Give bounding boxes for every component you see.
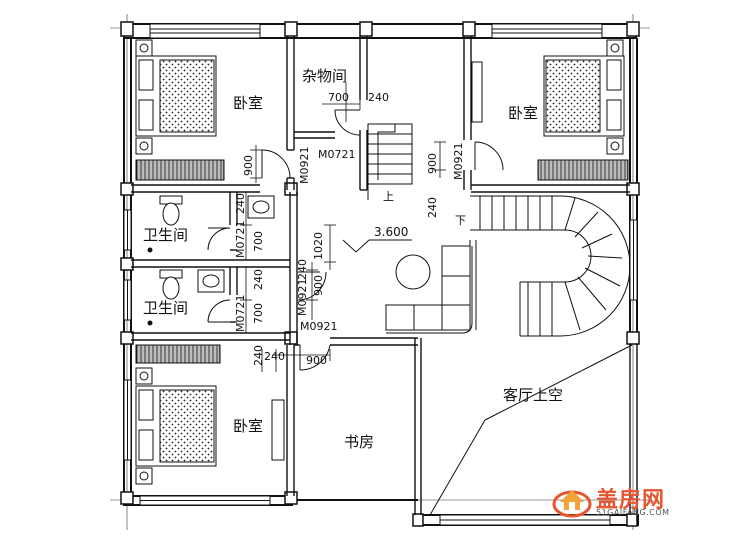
logo-domain: 51GAIFANG.COM [596, 508, 670, 517]
stair-spiral [469, 195, 631, 337]
doors [207, 109, 504, 371]
dim-900-mid: 900 [312, 275, 325, 296]
room-label-bedroom-top-right: 卧室 [508, 104, 538, 122]
stair-down-label: 下 [455, 214, 466, 227]
lounge-furniture [385, 245, 473, 334]
door-code-m0921-mid: M0921 [296, 279, 309, 317]
door-code-m0921-left: M0921 [298, 147, 311, 185]
columns [120, 21, 640, 527]
door-code-m0921-right: M0921 [452, 143, 465, 181]
door-code-m0721-bath2: M0721 [234, 295, 247, 333]
dim-240-right: 240 [426, 197, 439, 218]
house-logo-icon [552, 490, 592, 518]
interior-walls [131, 36, 638, 515]
dim-240-bath: 240 [234, 193, 247, 214]
windows [123, 23, 638, 526]
elevation-marker [342, 239, 412, 253]
stair-up-label: 上 [383, 190, 394, 203]
room-label-living-void: 客厅上空 [503, 386, 563, 404]
site-logo[interactable]: 盖房网 51GAIFANG.COM [552, 478, 712, 528]
logo-name: 盖房网 [596, 488, 666, 513]
bed-top-left [135, 39, 225, 181]
dimension-ticks [240, 82, 446, 372]
room-label-bedroom-bottom-left: 卧室 [233, 417, 263, 435]
elevation-label: 3.600 [374, 225, 408, 239]
room-label-study: 书房 [344, 433, 374, 451]
room-label-storage: 杂物间 [302, 67, 347, 85]
dim-240-b2: 240 [252, 269, 265, 290]
dim-700-bath1: 700 [252, 231, 265, 252]
dim-900-bottom: 900 [306, 354, 327, 367]
dim-900-right: 900 [426, 153, 439, 174]
dim-240-storage: 240 [368, 91, 389, 104]
bed-top-right [471, 39, 629, 181]
room-label-bedroom-top-left: 卧室 [233, 94, 263, 112]
dim-700-storage: 700 [328, 91, 349, 104]
bed-bottom-left [135, 344, 285, 485]
bathroom-fixtures [147, 195, 275, 326]
door-code-m0721-storage: M0721 [318, 148, 356, 161]
door-code-m0921-bottom: M0921 [300, 320, 338, 333]
stair-straight [367, 123, 413, 200]
dim-240-mid: 240 [296, 259, 309, 280]
dim-700-bath2: 700 [252, 303, 265, 324]
dim-1020: 1020 [312, 232, 325, 260]
room-label-bathroom-2: 卫生间 [143, 299, 188, 317]
dim-900-left: 900 [242, 155, 255, 176]
room-label-bathroom-1: 卫生间 [143, 226, 188, 244]
door-code-m0721-bath1: M0721 [234, 221, 247, 259]
dim-240-bl1: 240 [252, 345, 265, 366]
dim-240-bl2: 240 [264, 350, 285, 363]
living-void [429, 344, 633, 516]
